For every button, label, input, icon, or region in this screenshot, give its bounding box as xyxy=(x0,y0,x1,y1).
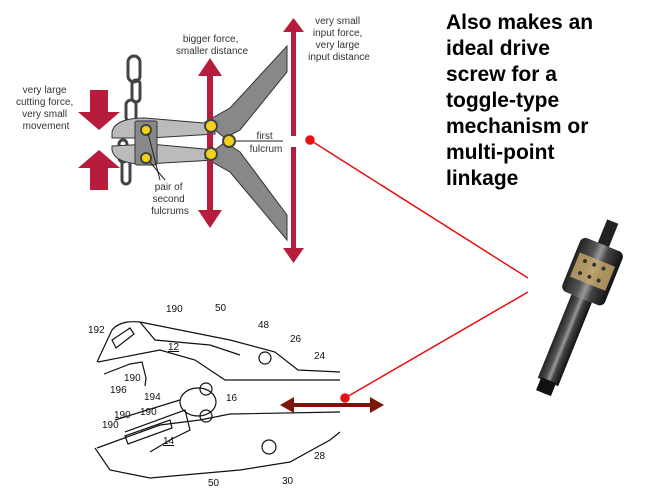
pointer-lines xyxy=(305,135,529,403)
svg-text:50: 50 xyxy=(215,303,227,314)
cutting-force-label: very large cutting force, very small mov… xyxy=(16,85,76,132)
svg-text:196: 196 xyxy=(110,385,127,396)
callout-text: Also makes an ideal drive screw for a to… xyxy=(446,10,646,192)
svg-text:14: 14 xyxy=(163,436,175,447)
bolt-cutter-diagram: very large cutting force, very small mov… xyxy=(16,16,370,263)
patent-labels: 192 190 50 48 26 24 12 190 196 194 16 19… xyxy=(88,303,326,489)
svg-text:190: 190 xyxy=(114,410,131,421)
svg-text:30: 30 xyxy=(282,476,294,487)
svg-text:190: 190 xyxy=(102,420,119,431)
svg-text:194: 194 xyxy=(144,392,161,403)
callout-line: ideal drive xyxy=(446,37,550,60)
motion-double-arrow xyxy=(280,397,384,413)
callout-line: toggle-type xyxy=(446,89,560,112)
input-force-label: very small input force, very large input… xyxy=(308,16,370,63)
pivot-points xyxy=(140,119,236,164)
bigger-force-arrow xyxy=(198,58,222,228)
callout-line: Also makes an xyxy=(446,11,594,34)
svg-text:190: 190 xyxy=(140,407,157,418)
svg-text:24: 24 xyxy=(314,351,326,362)
svg-text:192: 192 xyxy=(88,325,105,336)
callout-line: linkage xyxy=(446,167,519,190)
bigger-force-label: bigger force, smaller distance xyxy=(176,34,249,57)
input-distance-arrow xyxy=(283,18,304,263)
label-leaders xyxy=(147,132,283,181)
svg-text:190: 190 xyxy=(166,304,183,315)
svg-text:28: 28 xyxy=(314,451,326,462)
callout-line: screw for a xyxy=(446,63,557,86)
upper-jaw xyxy=(111,117,216,139)
callout-line: mechanism or xyxy=(446,115,589,138)
svg-text:190: 190 xyxy=(124,373,141,384)
lower-jaw xyxy=(111,143,216,165)
svg-text:16: 16 xyxy=(226,393,238,404)
first-fulcrum-label: first fulcrum xyxy=(250,131,283,155)
svg-text:26: 26 xyxy=(290,334,302,345)
up-force-arrow xyxy=(78,150,120,190)
down-force-arrow xyxy=(78,90,120,130)
second-fulcrums-label: pair of second fulcrums xyxy=(151,182,189,217)
callout-line: multi-point xyxy=(446,141,555,164)
drive-screw-image xyxy=(536,219,623,397)
patent-drawing xyxy=(94,321,341,479)
svg-text:12: 12 xyxy=(168,342,180,353)
svg-text:48: 48 xyxy=(258,320,270,331)
svg-text:50: 50 xyxy=(208,478,220,489)
